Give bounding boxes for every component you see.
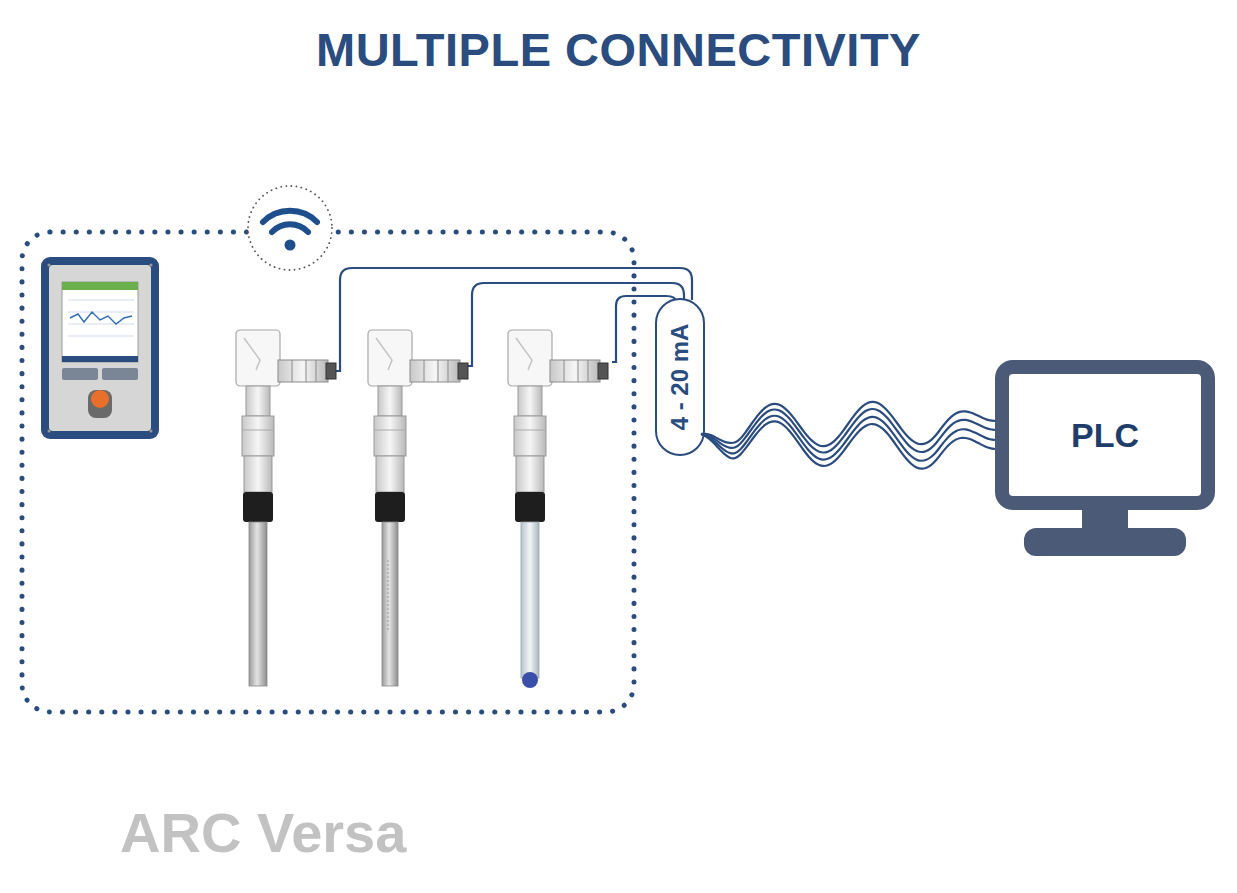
cable-strand <box>701 402 995 446</box>
cable-strand <box>701 416 995 461</box>
ph-sensor <box>508 330 608 688</box>
conductivity-sensor <box>236 330 336 686</box>
handheld-display <box>41 257 159 439</box>
plc-monitor: PLC <box>995 360 1215 510</box>
diagram-title: MULTIPLE CONNECTIVITY <box>0 22 1237 77</box>
twisted-cable <box>701 402 995 469</box>
monitor-stand <box>1024 508 1186 556</box>
device-group-outline <box>22 232 634 712</box>
wifi-symbol <box>248 186 332 270</box>
signal-box: 4 - 20 mA <box>655 298 705 456</box>
node-label: 4 - 20 mA <box>666 324 694 431</box>
product-name: ARC Versa <box>120 800 406 865</box>
node-label: PLC <box>1071 416 1139 455</box>
temperature-sensor <box>368 330 468 686</box>
cable-strand <box>701 409 995 453</box>
cable-strand <box>701 421 995 468</box>
